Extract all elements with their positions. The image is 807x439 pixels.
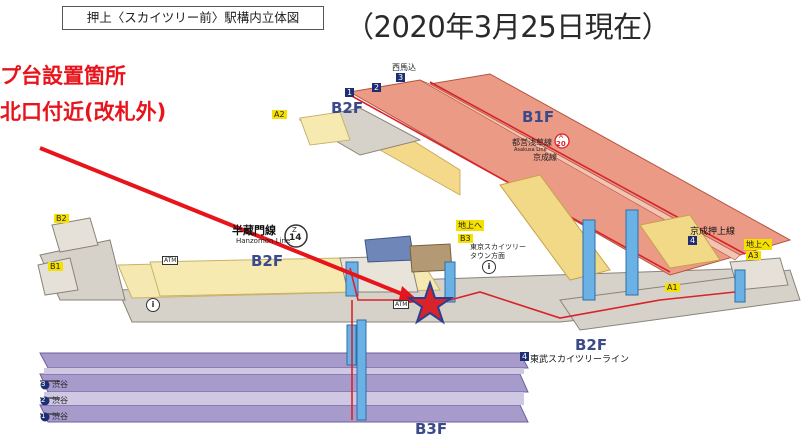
b3f-track-1 [39, 404, 529, 423]
route-lines [349, 267, 736, 420]
keisei-label: 京成線 [533, 153, 557, 162]
floor-b2f-left: B2F [251, 252, 284, 270]
platform-2-marker: 2 [372, 83, 382, 92]
callout-line-2: 北口付近(改札外) [0, 100, 167, 124]
callout-arrow [39, 146, 413, 300]
route-main [349, 267, 736, 319]
shaft-1 [582, 219, 596, 301]
exit-a1: A1 [665, 283, 680, 292]
hanzomon-code: Z [292, 226, 297, 234]
b3f-num-1-dot [40, 412, 50, 422]
floor-b2f-upper: B2F [331, 99, 364, 117]
tobu-number: 4 [520, 352, 530, 361]
b3f-track-3-label: 渋谷 [52, 380, 68, 389]
tobu-label: 東武スカイツリーライン [530, 355, 630, 365]
b3f-tracks [39, 352, 529, 423]
b3f-track-2-number: 2 [41, 396, 46, 404]
b1f-platform [419, 79, 741, 261]
map-title-box: 押上〈スカイツリー前〉駅構内立体図 [62, 6, 324, 30]
hanzomon-number: 14 [289, 233, 302, 243]
b3f-track-1-label: 渋谷 [52, 412, 68, 421]
exit-b3: B3 [458, 234, 473, 243]
asakusa-badge [554, 133, 570, 149]
shaft-6 [356, 319, 367, 421]
b3f-track-3 [39, 352, 529, 369]
asakusa-label-en: Asakusa Line [514, 147, 547, 153]
b2-stair [51, 217, 99, 253]
info-marker-left: i [146, 298, 160, 312]
shaft-2 [625, 209, 639, 296]
asakusa-code: A [559, 133, 564, 140]
exit-b1: B1 [48, 262, 63, 271]
platform-1-marker: 1 [345, 88, 355, 97]
nishimagome-label: 西馬込 [392, 63, 416, 72]
floor-b2f-right: B2F [575, 336, 608, 354]
callout-line-1: プ台設置箇所 [0, 64, 126, 88]
hanzomon-badge [284, 224, 308, 248]
map-title: 押上〈スカイツリー前〉駅構内立体図 [86, 10, 300, 25]
date-note: （2020年3月25日現在） [345, 10, 671, 44]
hanzomon-platform-area [149, 257, 351, 297]
skytree-town-direction: 東京スカイツリー タウン方面 [470, 243, 526, 260]
exit-a3: A3 [746, 251, 761, 260]
nishimagome-number: 3 [396, 73, 406, 82]
exit-a3-ground: 地上へ [744, 239, 772, 250]
shop-block [364, 235, 415, 263]
hanzomon-label-en: Hanzomon Line [236, 237, 291, 245]
shaft-4 [734, 269, 746, 303]
exit-a2: A2 [272, 110, 287, 119]
asakusa-label: 都営浅草線 [512, 138, 552, 147]
elevator-shafts [345, 209, 746, 421]
floor-b3f: B3F [415, 420, 448, 438]
a2-stair [299, 111, 351, 146]
stair-right [639, 214, 721, 269]
b3f-track-2 [39, 373, 529, 393]
exit-b3-ground: 地上へ [456, 220, 484, 231]
b3f-num-3-dot [40, 380, 50, 390]
platform-4-marker: 4 [688, 236, 698, 245]
b3f-track-3-number: 3 [41, 380, 46, 388]
floor-b1f: B1F [522, 108, 555, 126]
shaft-3 [444, 261, 456, 303]
atm-marker-gate: ATM [393, 300, 410, 309]
b2f-upper-concourse [298, 107, 422, 156]
exit-b2: B2 [54, 214, 69, 223]
b3f-track-1-number: 1 [41, 412, 46, 420]
keisei-oshiage-label: 京成押上線 [690, 227, 736, 237]
atm-marker-left: ATM [162, 256, 179, 265]
b3f-num-2-dot [40, 396, 50, 406]
asakusa-number: 20 [556, 140, 566, 148]
info-marker-right: i [482, 260, 496, 274]
b3f-platform-b [44, 392, 524, 405]
b3f-platform-a [44, 368, 524, 374]
hanzomon-label: 半蔵門線 [232, 224, 276, 237]
location-star [405, 279, 455, 325]
b3f-track-2-label: 渋谷 [52, 396, 68, 405]
